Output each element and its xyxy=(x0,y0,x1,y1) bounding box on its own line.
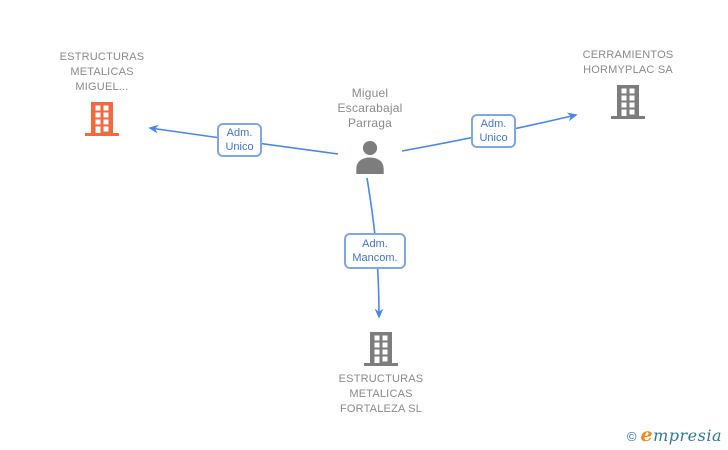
brand-wordmark: empresia xyxy=(641,424,723,446)
copyright-icon: © xyxy=(626,429,637,444)
building-icon xyxy=(611,85,645,119)
person-icon xyxy=(353,140,387,174)
empresia-logo[interactable]: © empresia xyxy=(627,424,722,446)
company-node-estructuras-metalicas-fortaleza[interactable]: ESTRUCTURAS METALICAS FORTALEZA SL xyxy=(331,332,431,417)
building-icon xyxy=(364,332,398,366)
company-node-estructuras-metalicas-miguel[interactable]: ESTRUCTURAS METALICAS MIGUEL... xyxy=(52,50,152,136)
relation-label-adm-unico-right: Adm. Unico xyxy=(471,114,516,148)
company-name: CERRAMIENTOS HORMYPLAC SA xyxy=(582,49,674,76)
brand-rest: mpresia xyxy=(653,426,722,445)
relation-label-adm-mancom: Adm. Mancom. xyxy=(344,233,406,269)
company-name: ESTRUCTURAS METALICAS FORTALEZA SL xyxy=(338,373,424,415)
company-node-cerramientos-hormyplac[interactable]: CERRAMIENTOS HORMYPLAC SA xyxy=(578,48,678,119)
person-name: Miguel Escarabajal Parraga xyxy=(337,86,403,130)
relation-label-adm-unico-left: Adm. Unico xyxy=(217,123,262,157)
building-icon xyxy=(85,102,119,136)
company-name: ESTRUCTURAS METALICAS MIGUEL... xyxy=(59,51,145,93)
person-node-miguel-escarabajal-parraga[interactable]: Miguel Escarabajal Parraga xyxy=(320,86,420,174)
brand-first-letter: e xyxy=(640,424,654,446)
